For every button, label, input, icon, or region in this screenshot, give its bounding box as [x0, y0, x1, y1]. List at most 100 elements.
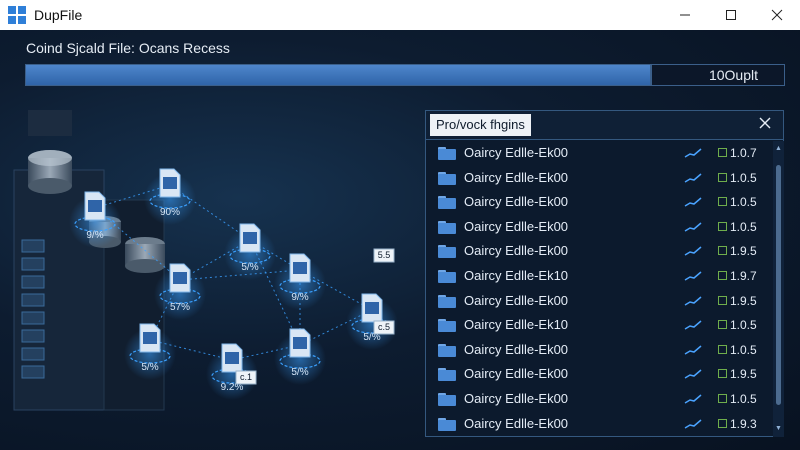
- node-label: 9/%: [291, 292, 308, 303]
- minimize-button[interactable]: [662, 0, 708, 30]
- trend-icon: [684, 246, 702, 257]
- node-label: 5/%: [291, 367, 308, 378]
- node-label: 5/%: [241, 262, 258, 273]
- scroll-down-icon[interactable]: ▼: [775, 425, 782, 432]
- select-checkbox[interactable]: [718, 295, 727, 305]
- select-checkbox[interactable]: [718, 148, 727, 157]
- file-node: 5/%: [346, 293, 398, 350]
- scroll-thumb[interactable]: [776, 165, 781, 405]
- file-name: Oaircy Edlle-Ek00: [464, 366, 569, 382]
- node-label: 5/%: [141, 362, 158, 373]
- file-node: 9.2%: [206, 343, 258, 400]
- network-link: [299, 269, 373, 311]
- panel-header: Pro/vock fhgins: [426, 111, 783, 140]
- trend-icon: [684, 222, 702, 232]
- node-tag: c.1: [235, 370, 257, 385]
- scan-progress-bar: [25, 64, 651, 86]
- row-value: 1.0.5: [730, 318, 757, 333]
- file-node: 57%: [154, 263, 206, 320]
- select-checkbox[interactable]: [718, 344, 727, 354]
- panel-tab[interactable]: Pro/vock fhgins: [430, 114, 531, 136]
- rack-slot: [21, 257, 45, 271]
- folder-icon: [438, 368, 456, 382]
- folder-icon: [438, 245, 456, 259]
- select-checkbox[interactable]: [718, 172, 727, 182]
- select-checkbox[interactable]: [718, 394, 727, 403]
- file-name: Oaircy Edlle-Ek00: [464, 341, 569, 357]
- close-icon: [759, 117, 771, 129]
- app-icon: [8, 6, 26, 24]
- folder-icon: [438, 343, 456, 357]
- trend-icon: [684, 419, 702, 429]
- file-node: 9/%: [69, 191, 121, 248]
- file-name: Oaircy Edlle-Ek10: [464, 268, 569, 283]
- minimize-icon: [680, 14, 690, 16]
- row-value: 1.9.5: [730, 293, 757, 308]
- select-checkbox[interactable]: [718, 369, 727, 379]
- tag-label: c.5: [378, 322, 390, 332]
- select-checkbox[interactable]: [718, 271, 727, 280]
- maximize-button[interactable]: [708, 0, 754, 30]
- list-item[interactable]: Oaircy Edlle-Ek00 1.0.5: [426, 387, 773, 411]
- row-value: 1.0.5: [730, 219, 757, 234]
- close-window-button[interactable]: [754, 0, 800, 30]
- trend-icon: [684, 296, 702, 306]
- select-checkbox[interactable]: [718, 221, 727, 231]
- folder-icon: [438, 294, 456, 308]
- tag-label: 5.5: [378, 250, 391, 260]
- file-node: 9/%: [274, 253, 326, 310]
- select-checkbox[interactable]: [718, 246, 727, 256]
- row-value: 1.0.5: [730, 392, 757, 406]
- panel-close-button[interactable]: [751, 114, 779, 136]
- row-value: 1.9.5: [730, 367, 757, 382]
- file-name: Oaircy Edlle-Ek00: [464, 391, 569, 406]
- file-network-graphic: 90% 9/% 5/% 57% 9/% 5/% 5/% 5/% 9.2% 5.5 c.5 c.1: [13, 110, 398, 411]
- select-checkbox[interactable]: [718, 418, 727, 428]
- select-checkbox[interactable]: [718, 320, 727, 330]
- rack-slot: [21, 293, 45, 307]
- node-label: 5/%: [363, 332, 380, 343]
- file-name: Oaircy Edlle-Ek00: [464, 194, 569, 210]
- node-tag: c.5: [373, 320, 395, 335]
- list-item[interactable]: Oaircy Edlle-Ek00 1.9.5: [426, 362, 773, 386]
- list-item[interactable]: Oaircy Edlle-Ek00 1.9.5: [426, 289, 773, 313]
- database-icon: [125, 237, 165, 273]
- folder-icon: [438, 270, 456, 283]
- row-value: 1.9.5: [730, 244, 757, 259]
- folder-icon: [438, 147, 456, 160]
- trend-icon: [684, 320, 702, 330]
- trend-icon: [684, 369, 702, 380]
- scan-status-text: Coind Sjcald File: Ocans Recess: [26, 40, 230, 56]
- trend-icon: [684, 148, 702, 158]
- list-item[interactable]: Oaircy Edlle-Ek00 1.0.5: [426, 190, 773, 214]
- maximize-icon: [726, 10, 736, 20]
- file-name: Oaircy Edlle-Ek00: [464, 145, 569, 160]
- trend-icon: [684, 271, 702, 281]
- scroll-up-icon[interactable]: ▲: [775, 145, 782, 152]
- file-name: Oaircy Edlle-Ek00: [464, 292, 569, 308]
- node-label: 57%: [170, 302, 190, 313]
- row-value: 1.0.5: [730, 195, 757, 210]
- file-name: Oaircy Edlle-Ek00: [464, 415, 569, 431]
- node-label: 9/%: [86, 230, 103, 241]
- node-label: 90%: [160, 207, 180, 218]
- file-node: 5/%: [224, 223, 276, 280]
- folder-icon: [438, 417, 456, 431]
- tag-label: c.1: [240, 372, 252, 382]
- close-icon: [771, 9, 783, 21]
- main-content: Coind Sjcald File: Ocans Recess 10Ouplt: [0, 30, 800, 450]
- results-scrollbar[interactable]: ▲ ▼: [773, 141, 784, 437]
- select-checkbox[interactable]: [718, 197, 727, 207]
- folder-icon: [438, 393, 456, 406]
- database-icon: [28, 110, 72, 194]
